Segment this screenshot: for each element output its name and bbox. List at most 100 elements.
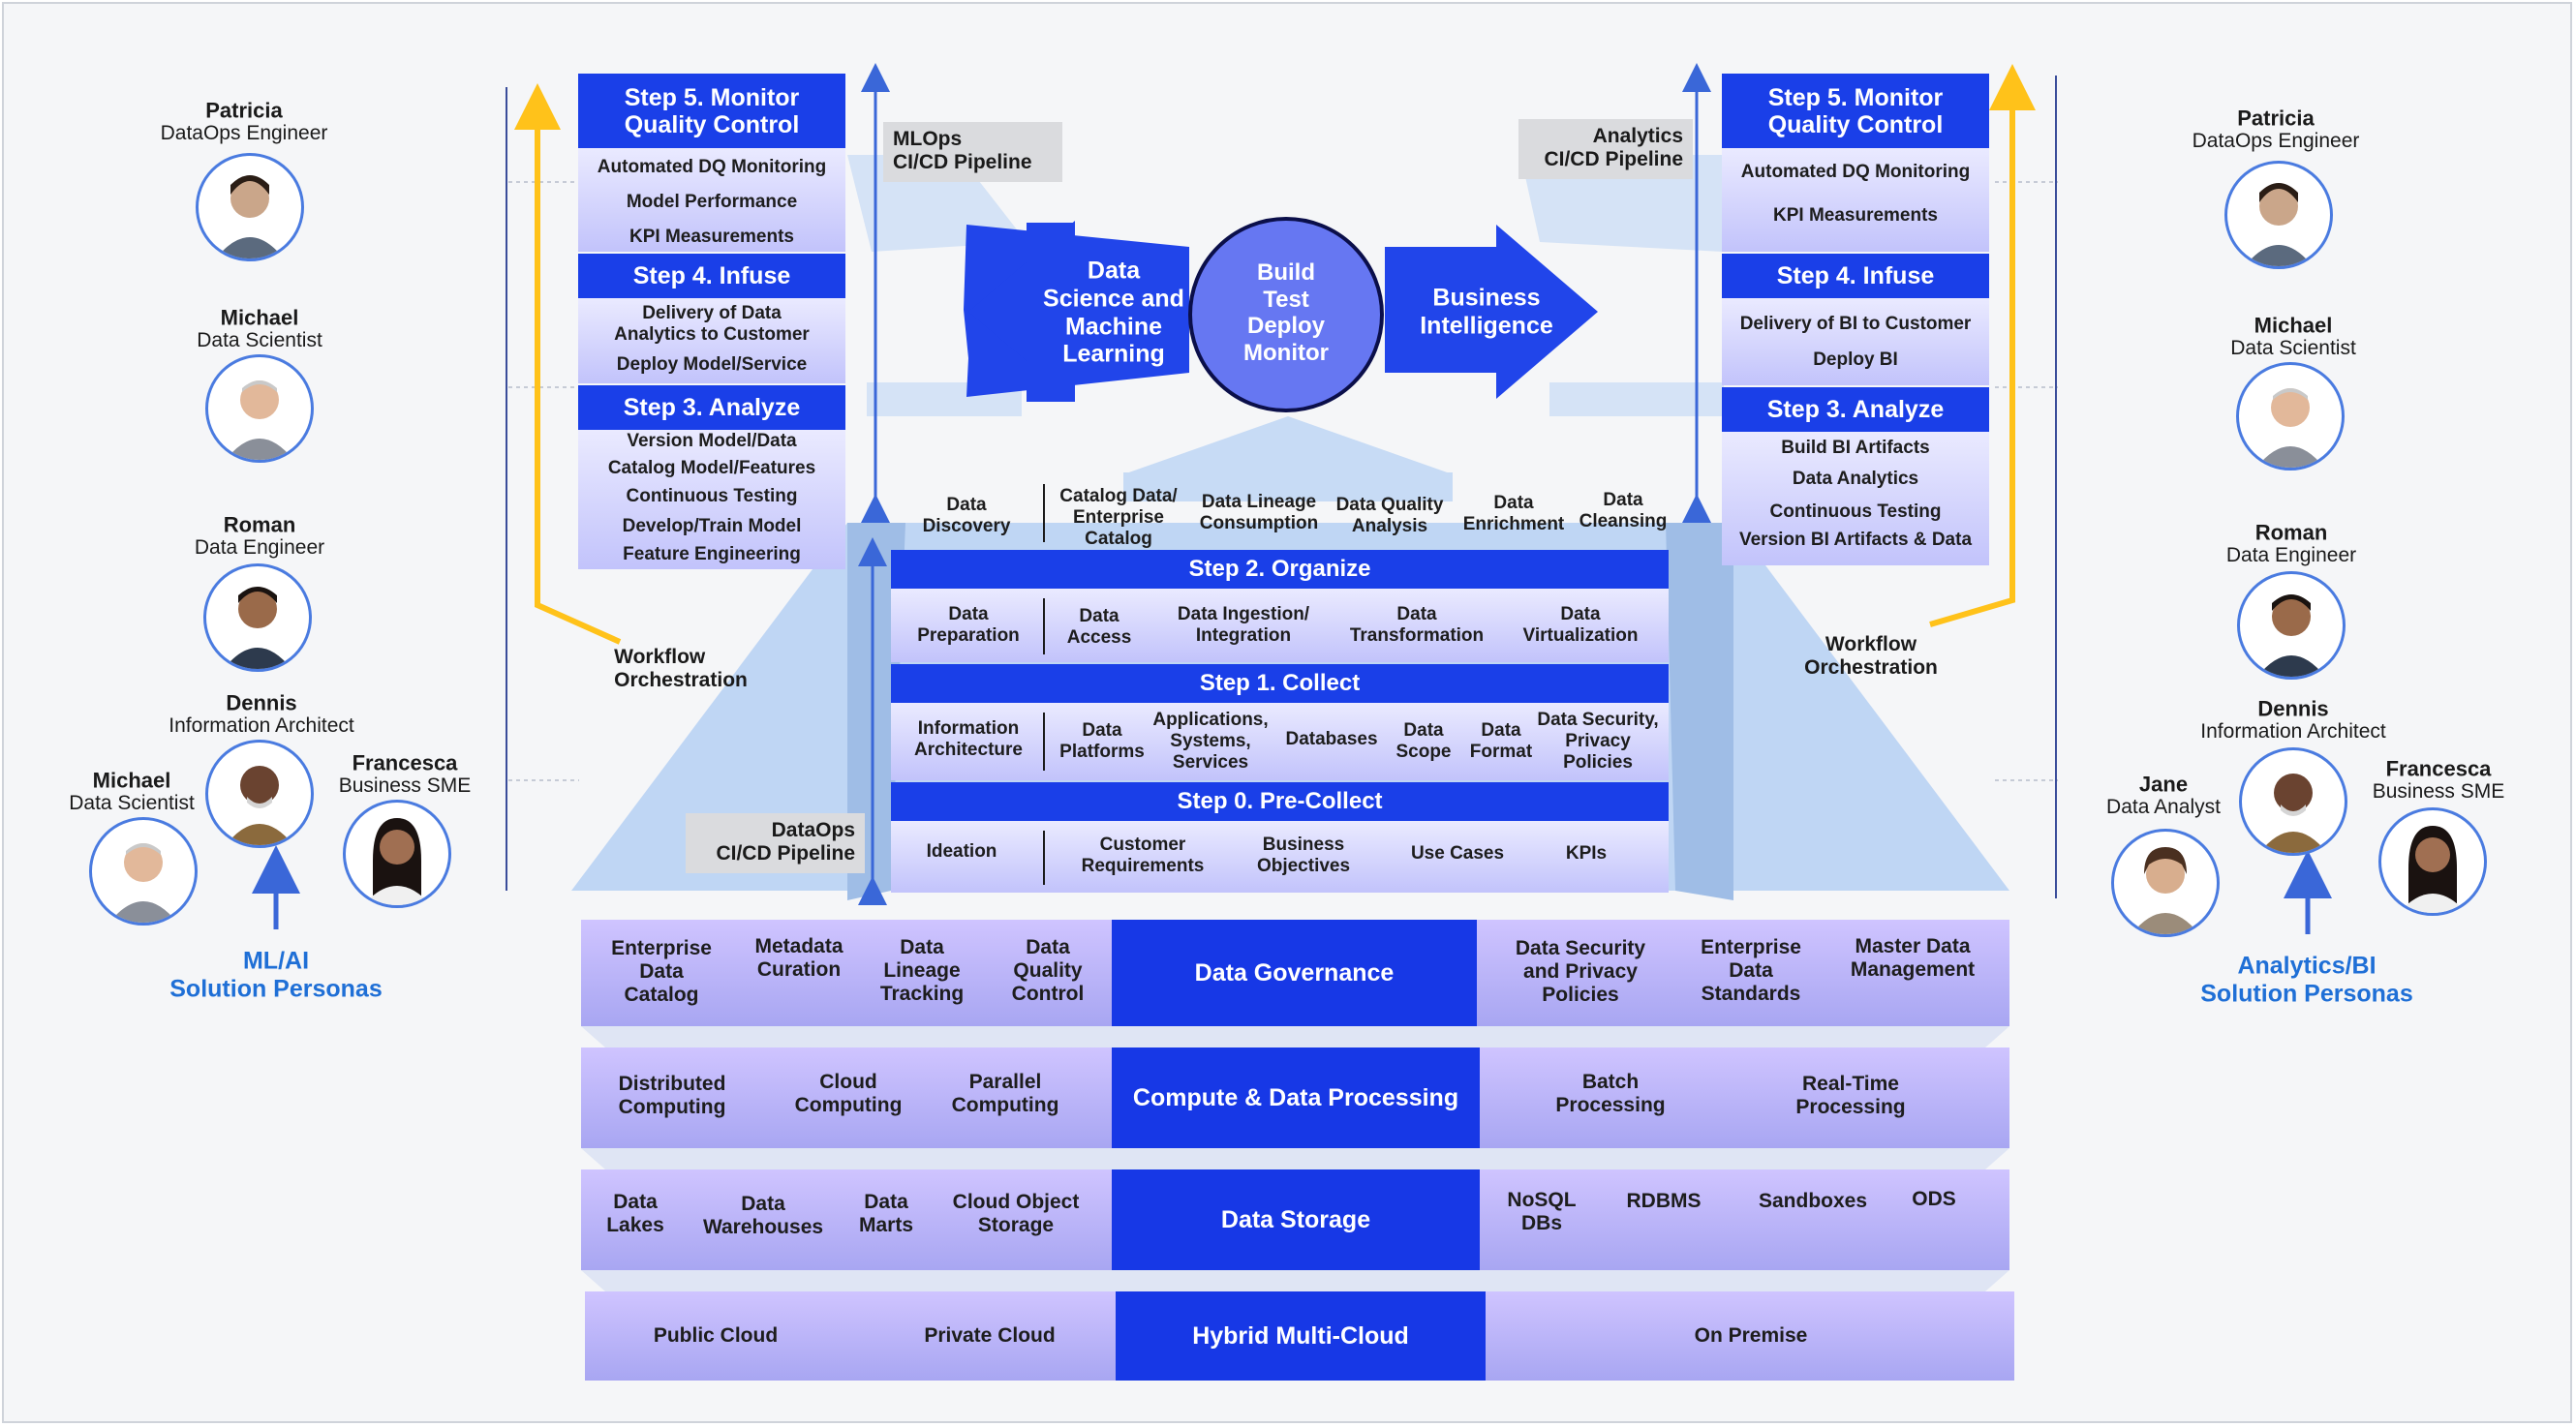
build-test-deploy-label: Build Test Deploy Monitor xyxy=(1243,258,1329,366)
left-step3-item: Catalog Model/Features xyxy=(607,458,816,479)
persona-role: DataOps Engineer xyxy=(160,121,328,144)
persona-avatar xyxy=(2239,747,2347,856)
left-workflow-label: Workflow Orchestration xyxy=(614,645,748,691)
persona-name: Patricia xyxy=(205,98,283,123)
step1-item: Databases xyxy=(1285,729,1378,750)
right-step5-item: KPI Measurements xyxy=(1772,205,1939,227)
business-intelligence-label: Business Intelligence xyxy=(1420,284,1553,339)
step0-item: KPIs xyxy=(1565,843,1608,865)
step0-item: Ideation xyxy=(926,841,997,863)
storage-item: NoSQL DBs xyxy=(1507,1188,1577,1234)
persona-name: Michael xyxy=(220,305,299,330)
step2-item: Data Transformation xyxy=(1349,604,1485,646)
right-step4-header: Step 4. Infuse xyxy=(1722,254,1989,298)
compute-item: Distributed Computing xyxy=(618,1072,726,1118)
right-step3-header: Step 3. Analyze xyxy=(1722,387,1989,432)
persona-name: Roman xyxy=(223,512,296,537)
left-step4-panel xyxy=(578,298,845,383)
step1-item: Data Platforms xyxy=(1059,720,1145,762)
persona-role: Data Engineer xyxy=(2225,543,2357,566)
cloud-item: Private Cloud xyxy=(924,1323,1056,1347)
persona-role: Business SME xyxy=(338,774,472,797)
persona-avatar xyxy=(2111,829,2220,937)
step1-item: Information Architecture xyxy=(914,718,1023,760)
dataops-pipeline-label: DataOps CI/CD Pipeline xyxy=(686,813,865,873)
right-step4-panel xyxy=(1722,298,1989,385)
cloud-center: Hybrid Multi-Cloud xyxy=(1116,1291,1486,1381)
step2-divider xyxy=(1043,598,1045,654)
step0-panel xyxy=(891,821,1669,893)
right-step5-item: Automated DQ Monitoring xyxy=(1740,162,1971,183)
left-step3-header: Step 3. Analyze xyxy=(578,385,845,430)
storage-item: RDBMS xyxy=(1626,1189,1702,1212)
governance-item: Data Quality Control xyxy=(1011,935,1085,1006)
governance-item: Metadata Curation xyxy=(754,934,843,981)
person-icon xyxy=(2259,774,2327,853)
left-step3-item: Version Model/Data xyxy=(627,431,797,452)
right-step4-item: Deploy BI xyxy=(1813,349,1898,371)
left-step5-item: Model Performance xyxy=(626,192,798,213)
step2-item: Data Access xyxy=(1066,606,1132,648)
persona-avatar xyxy=(205,740,314,848)
persona-role: Information Architect xyxy=(2200,719,2386,743)
right-arrow xyxy=(1385,225,1598,399)
left-step4-item: Delivery of Data Analytics to Customer xyxy=(614,303,810,345)
persona-role: Data Scientist xyxy=(197,328,322,351)
left-workflow-arrow xyxy=(514,83,622,645)
left-step3-item: Feature Engineering xyxy=(623,544,801,565)
left-step3-panel xyxy=(578,430,845,569)
left-step5-item: KPI Measurements xyxy=(629,227,795,248)
right-step3-item: Data Analytics xyxy=(1792,469,1919,490)
step1-header: Step 1. Collect xyxy=(891,664,1669,703)
person-icon xyxy=(2399,826,2467,913)
step0-item: Use Cases xyxy=(1410,843,1505,865)
person-icon xyxy=(2257,594,2325,677)
ml-ai-personas-label: ML/AI Solution Personas xyxy=(169,947,383,1002)
left-step4-header: Step 4. Infuse xyxy=(578,254,845,298)
person-icon xyxy=(226,380,293,460)
step2-item: Data Preparation xyxy=(917,604,1020,646)
discovery-item: Data Enrichment xyxy=(1462,493,1565,534)
persona-avatar xyxy=(2224,161,2333,269)
cloud-item: Public Cloud xyxy=(653,1323,779,1347)
person-icon xyxy=(2256,388,2324,468)
step1-item: Data Security, Privacy Policies xyxy=(1537,710,1659,773)
funnel-right-side xyxy=(1666,523,1733,900)
step2-item: Data Ingestion/ Integration xyxy=(1177,604,1310,646)
compute-item: Parallel Computing xyxy=(951,1070,1059,1116)
governance-center: Data Governance xyxy=(1112,920,1477,1026)
right-step4-item: Delivery of BI to Customer xyxy=(1739,314,1972,335)
persona-avatar xyxy=(89,817,198,926)
right-step3-panel xyxy=(1722,432,1989,565)
persona-role: Data Scientist xyxy=(69,791,195,814)
discovery-item: Data Quality Analysis xyxy=(1335,495,1444,536)
analytics-pipeline-label: Analytics CI/CD Pipeline xyxy=(1518,119,1693,179)
right-workflow-arrow xyxy=(1929,64,2036,627)
left-step5-panel xyxy=(578,148,845,252)
storage-item: Data Lakes xyxy=(606,1190,664,1236)
persona-name: Dennis xyxy=(226,690,297,715)
person-icon xyxy=(363,818,431,905)
discovery-divider xyxy=(1043,484,1045,542)
right-step3-item: Version BI Artifacts & Data xyxy=(1738,530,1973,551)
person-icon xyxy=(2245,183,2313,266)
persona-avatar xyxy=(2378,807,2487,916)
persona-role: Data Engineer xyxy=(194,535,325,559)
step0-divider xyxy=(1043,831,1045,885)
layer-gap-1 xyxy=(581,1026,2009,1047)
storage-item: ODS xyxy=(1912,1187,1956,1210)
step0-item: Business Objectives xyxy=(1256,835,1351,876)
discovery-item: Data Discovery xyxy=(922,495,1011,536)
storage-item: Cloud Object Storage xyxy=(952,1190,1080,1236)
step2-item: Data Virtualization xyxy=(1522,604,1639,646)
persona-name: Jane xyxy=(2138,772,2189,797)
right-step3-item: Build BI Artifacts xyxy=(1781,438,1930,459)
mlops-pipeline-label: MLOps CI/CD Pipeline xyxy=(883,122,1062,182)
discovery-item: Catalog Data/ Enterprise Catalog xyxy=(1059,486,1178,549)
right-ray xyxy=(1520,155,1724,252)
compute-item: Cloud Computing xyxy=(794,1070,903,1116)
right-band xyxy=(1549,382,1724,416)
governance-item: Data Lineage Tracking xyxy=(879,935,965,1006)
